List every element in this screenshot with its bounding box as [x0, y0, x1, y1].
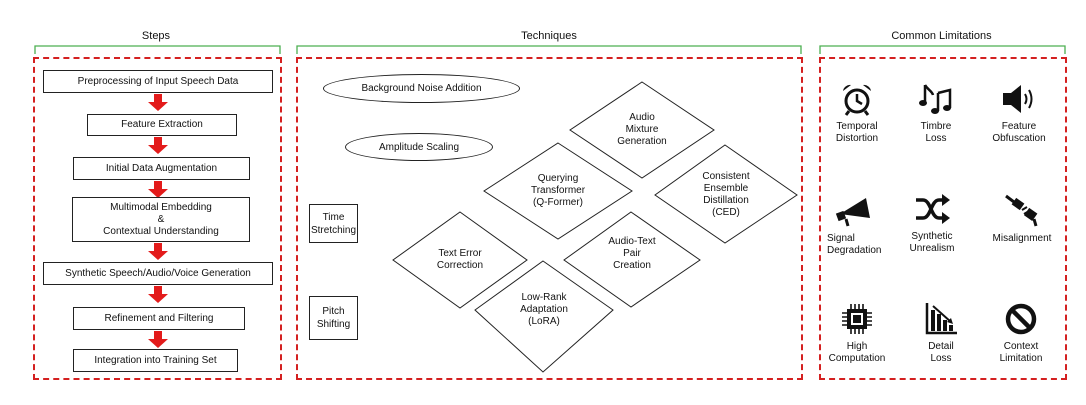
flow-arrow	[148, 94, 168, 111]
limitation-label: Signal Degradation	[827, 233, 882, 256]
unplugged-icon	[1005, 194, 1038, 227]
diamond-audio-mixture	[569, 81, 715, 179]
limitation-label: Synthetic Unrealism	[909, 231, 955, 254]
shuffle-icon	[916, 194, 950, 224]
speaker-icon	[1003, 85, 1033, 113]
diamond-text-error	[392, 211, 528, 309]
diamond-audio-text-pair	[563, 211, 701, 308]
step-feature-extraction: Feature Extraction	[87, 114, 237, 136]
cpu-chip-icon	[842, 304, 872, 334]
limitation-synthetic-unrealism: Synthetic Unrealism	[895, 192, 969, 255]
flow-arrow	[148, 137, 168, 154]
flow-arrow	[148, 331, 168, 348]
limitation-high-computation: High Computation	[820, 302, 894, 365]
technique-amplitude-scaling: Amplitude Scaling	[345, 133, 493, 161]
diamond-lora	[474, 260, 614, 373]
diamond-audio-text-pair-label: Audio-Text Pair Creation	[608, 236, 656, 271]
flow-arrow	[148, 286, 168, 303]
diamond-audio-mixture-label: Audio Mixture Generation	[617, 112, 667, 147]
limitation-temporal-distortion: Temporal Distortion	[820, 82, 894, 145]
header-brackets	[34, 45, 1066, 54]
limitations-panel	[819, 57, 1067, 380]
limitation-misalignment: Misalignment	[985, 192, 1059, 245]
limitation-signal-degradation: Signal Degradation	[817, 192, 891, 257]
step-initial-augmentation: Initial Data Augmentation	[73, 157, 250, 180]
prohibited-icon	[1005, 303, 1037, 335]
bar-chart-down-icon	[925, 303, 957, 335]
technique-time-stretching: Time Stretching	[309, 204, 358, 243]
limitation-label: Timbre Loss	[920, 121, 952, 144]
diamond-ced-label: Consistent Ensemble Distillation (CED)	[702, 171, 750, 218]
music-note-icon	[919, 84, 952, 114]
technique-pitch-shifting: Pitch Shifting	[309, 296, 358, 340]
step-preprocessing: Preprocessing of Input Speech Data	[43, 70, 273, 93]
limitation-label: Feature Obfuscation	[992, 121, 1046, 144]
step-synthetic-generation: Synthetic Speech/Audio/Voice Generation	[43, 262, 273, 285]
diamond-ced	[654, 144, 798, 244]
limitation-label: Temporal Distortion	[835, 121, 879, 144]
limitation-feature-obfuscation: Feature Obfuscation	[982, 82, 1056, 145]
flow-arrow	[148, 243, 168, 260]
limitation-timbre-loss: Timbre Loss	[899, 82, 973, 145]
diamond-q-former-label: Querying Transformer (Q-Former)	[530, 173, 586, 208]
limitations-header: Common Limitations	[891, 30, 992, 42]
limitation-context-limitation: Context Limitation	[984, 302, 1058, 365]
steps-panel	[33, 57, 282, 380]
techniques-header: Techniques	[521, 30, 577, 42]
step-integration: Integration into Training Set	[73, 349, 238, 372]
alarm-clock-icon	[843, 84, 871, 116]
step-refinement: Refinement and Filtering	[73, 307, 245, 330]
flow-arrow	[148, 181, 168, 198]
diamond-q-former	[483, 142, 633, 240]
limitation-label: High Computation	[828, 341, 886, 364]
limitation-label: Context Limitation	[999, 341, 1043, 364]
diamond-lora-label: Low-Rank Adaptation (LoRA)	[520, 292, 568, 327]
technique-background-noise: Background Noise Addition	[323, 74, 520, 103]
limitation-label: Detail Loss	[928, 341, 954, 364]
techniques-panel	[296, 57, 803, 380]
limitation-label: Misalignment	[992, 233, 1052, 244]
megaphone-icon	[835, 198, 870, 227]
step-multimodal-embedding: Multimodal Embedding & Contextual Unders…	[72, 197, 250, 242]
limitation-detail-loss: Detail Loss	[904, 300, 978, 365]
steps-header: Steps	[141, 30, 171, 42]
diamond-text-error-label: Text Error Correction	[436, 248, 484, 271]
